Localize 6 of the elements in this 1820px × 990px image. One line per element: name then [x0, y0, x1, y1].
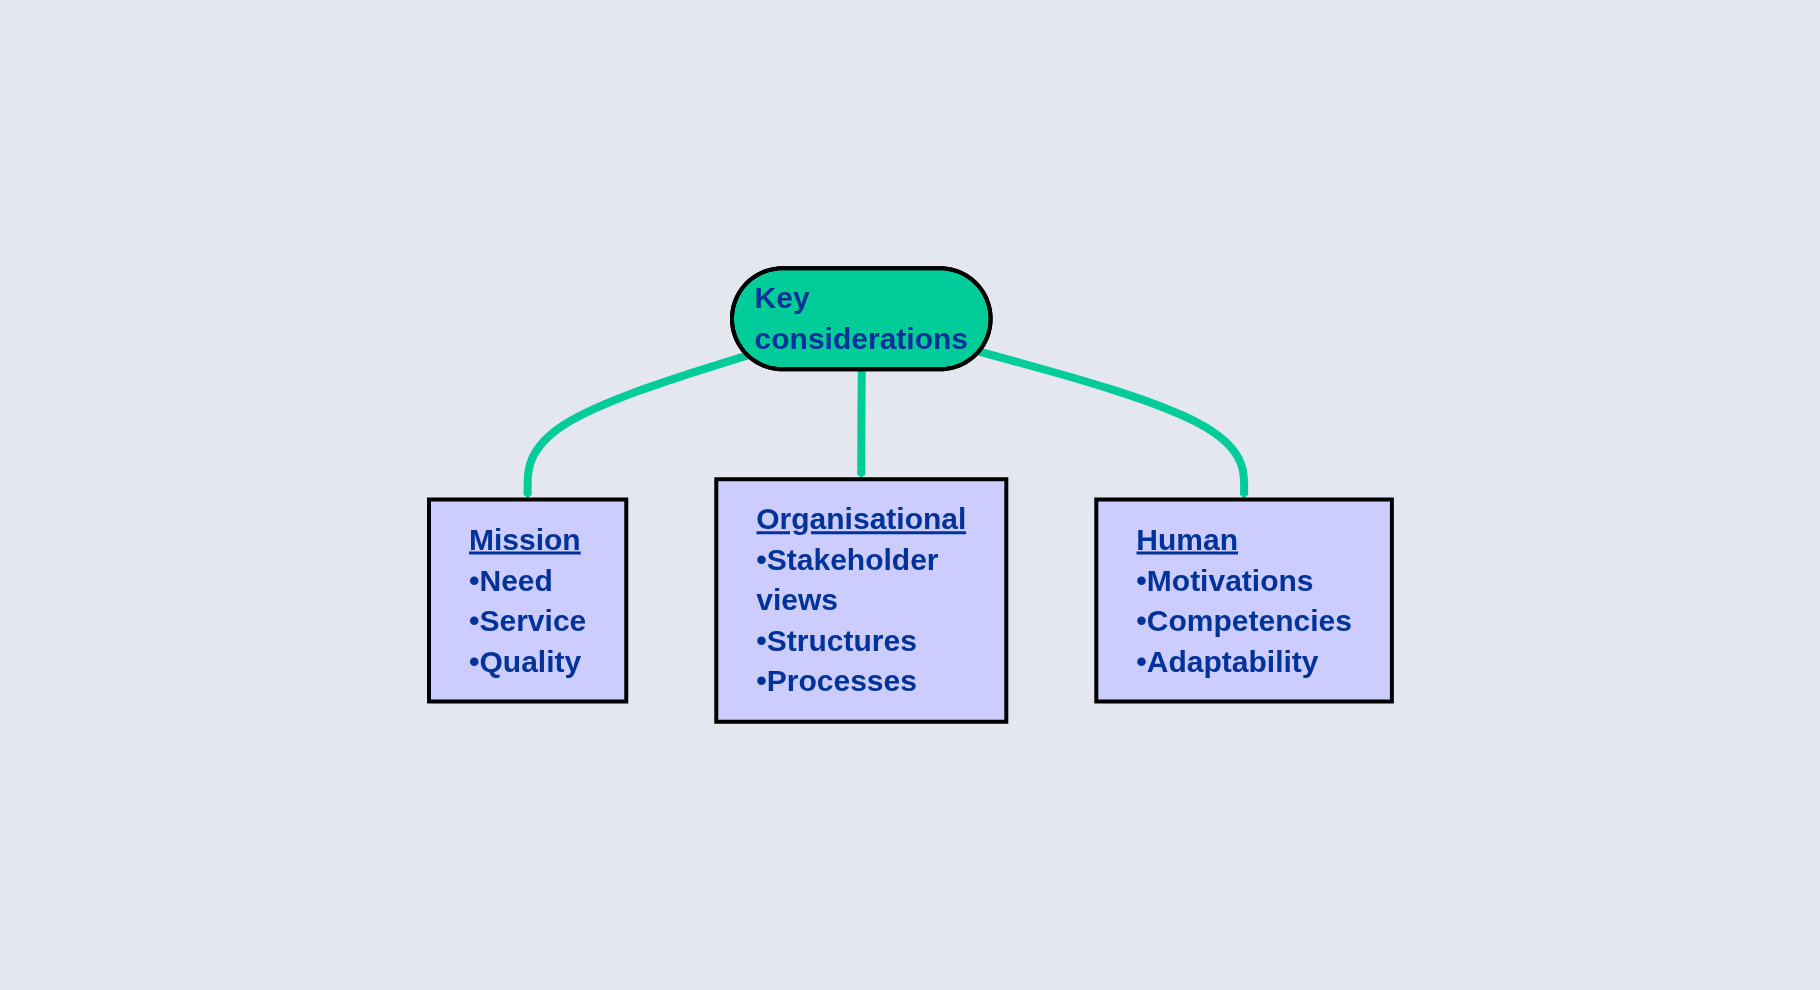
arrow [856, 369, 866, 480]
node-box: Human •Motivations •Competencies •Adaptability [1093, 497, 1394, 704]
node-box: Mission •Need •Service •Quality [426, 497, 628, 704]
arrow [522, 351, 749, 500]
node-box: Organisational •Stakeholder views •Structures •Processes [713, 477, 1008, 724]
arrow [977, 347, 1249, 500]
